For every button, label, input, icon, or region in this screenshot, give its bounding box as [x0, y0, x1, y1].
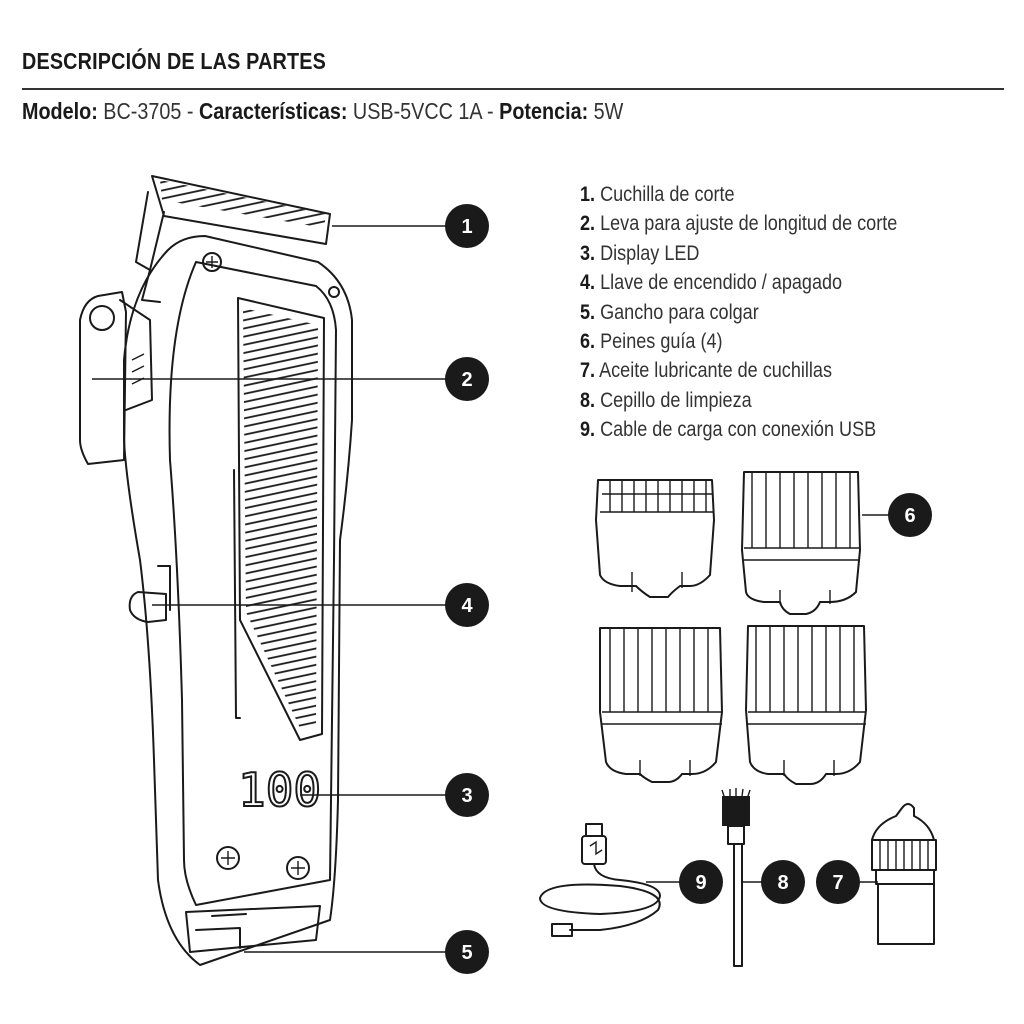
oil-bottle: [871, 803, 937, 945]
features-label: Características:: [198, 98, 348, 124]
part-number: 7.: [580, 359, 596, 383]
hanging-hook: [185, 905, 321, 953]
part-number: 5.: [580, 300, 596, 324]
callout-badge: 3: [445, 773, 489, 817]
callout-badge: 8: [761, 860, 805, 904]
part-number: 3.: [580, 241, 596, 265]
cleaning-brush: [721, 788, 751, 967]
parts-list: 1. Cuchilla de corte 2. Leva para ajuste…: [580, 180, 949, 445]
part-number: 6.: [580, 330, 596, 354]
svg-text:9: 9: [695, 872, 706, 894]
features-value: USB-5VCC 1A: [352, 98, 482, 124]
callout-badge: 6: [888, 493, 932, 537]
part-number: 8.: [580, 388, 596, 412]
screw-icon: [286, 856, 310, 880]
specs-separator: -: [487, 98, 494, 124]
power-value: 5W: [593, 98, 624, 124]
led-display: 100: [238, 763, 321, 817]
callout-badge: 4: [445, 583, 489, 627]
part-item: 9. Cable de carga con conexión USB: [580, 415, 897, 444]
callout-badge: 1: [445, 204, 489, 248]
part-label: Cepillo de limpieza: [600, 388, 752, 412]
hair-clipper: 100: [79, 175, 353, 966]
svg-text:4: 4: [461, 595, 473, 617]
clipper-grille: [233, 297, 325, 741]
svg-text:5: 5: [461, 942, 472, 964]
part-item: 1. Cuchilla de corte: [580, 180, 897, 209]
part-number: 4.: [580, 271, 596, 295]
usb-icon: [589, 840, 603, 856]
power-label: Potencia:: [499, 98, 589, 124]
part-item: 6. Peines guía (4): [580, 327, 897, 356]
part-number: 2.: [580, 212, 596, 236]
specs-separator: -: [186, 98, 194, 124]
guide-comb: [745, 625, 867, 785]
part-item: 5. Gancho para colgar: [580, 298, 897, 327]
guide-comb: [599, 627, 723, 783]
screw-icon: [216, 846, 240, 870]
callout-badge: 5: [445, 930, 489, 974]
specs-line: Modelo: BC-3705 - Características: USB-5…: [22, 98, 623, 125]
svg-text:3: 3: [461, 785, 472, 807]
callout-badge: 7: [816, 860, 860, 904]
part-item: 4. Llave de encendido / apagado: [580, 268, 897, 297]
model-value: BC-3705: [103, 98, 182, 124]
part-label: Leva para ajuste de longitud de corte: [600, 212, 898, 236]
length-adjust-lever: [79, 291, 153, 465]
usb-cable: [539, 823, 661, 937]
clipper-front-panel: [168, 261, 337, 906]
part-item: 2. Leva para ajuste de longitud de corte: [580, 209, 897, 238]
part-number: 9.: [580, 418, 596, 442]
part-label: Cable de carga con conexión USB: [600, 418, 877, 442]
screw-icon: [328, 286, 340, 298]
cutting-blade: [135, 175, 331, 303]
callout-badge: 9: [679, 860, 723, 904]
svg-text:8: 8: [777, 872, 788, 894]
svg-text:7: 7: [832, 872, 843, 894]
part-label: Llave de encendido / apagado: [600, 271, 843, 295]
clipper-body: [123, 235, 353, 966]
svg-text:6: 6: [904, 505, 915, 527]
svg-text:2: 2: [461, 369, 472, 391]
guide-comb: [595, 479, 715, 598]
svg-text:1: 1: [461, 216, 472, 238]
part-number: 1.: [580, 183, 596, 206]
page-title: DESCRIPCIÓN DE LAS PARTES: [22, 48, 326, 74]
part-label: Aceite lubricante de cuchillas: [599, 359, 833, 383]
part-item: 3. Display LED: [580, 239, 897, 268]
part-label: Gancho para colgar: [600, 300, 759, 324]
screw-icon: [202, 252, 222, 272]
part-item: 8. Cepillo de limpieza: [580, 386, 897, 415]
part-label: Cuchilla de corte: [600, 183, 735, 206]
power-switch: [128, 565, 171, 623]
title-divider: [22, 88, 1004, 90]
callout-badge: 2: [445, 357, 489, 401]
model-label: Modelo:: [22, 98, 98, 124]
part-item: 7. Aceite lubricante de cuchillas: [580, 356, 897, 385]
part-label: Display LED: [600, 241, 700, 265]
part-label: Peines guía (4): [600, 330, 723, 354]
guide-comb: [741, 471, 861, 615]
